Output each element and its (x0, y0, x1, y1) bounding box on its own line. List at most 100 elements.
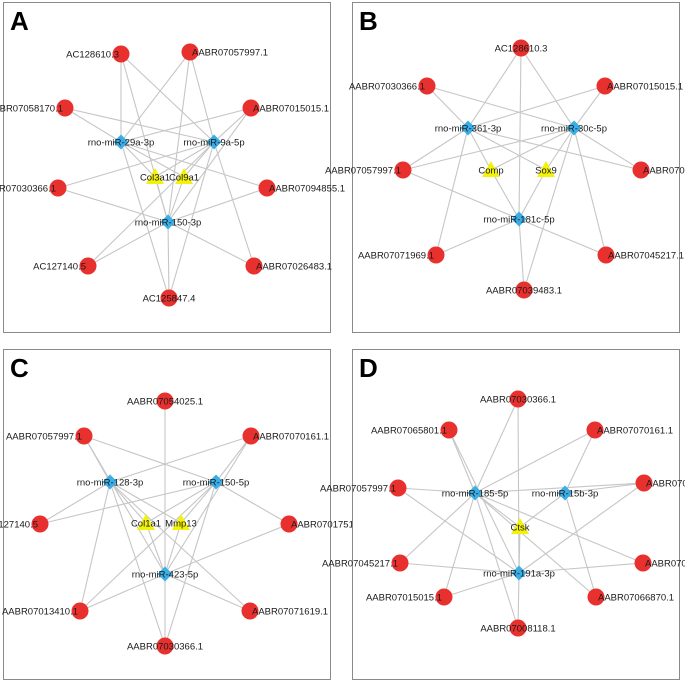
edge (573, 85, 606, 129)
node-mirna: rno-miR-9a-5p (183, 134, 245, 150)
node-label: AABR07026483.1 (256, 262, 332, 273)
node-label: rno-miR-423-5p (132, 570, 199, 581)
node-mirna: rno-miR-29a-3p (88, 134, 154, 150)
edge (564, 482, 645, 494)
node-mirna: rno-miR-181c-5p (483, 211, 555, 227)
node-label: rno-miR-15b-3p (532, 489, 599, 500)
edge (120, 53, 215, 143)
edge (426, 85, 575, 129)
edge (109, 481, 251, 612)
edge (518, 526, 521, 574)
node-lncrna: AABR07045217.1 (597, 246, 684, 264)
panel-d-edges (397, 398, 645, 629)
edge (545, 127, 575, 171)
edge (402, 127, 469, 171)
edge (213, 141, 255, 267)
lncrna-circle (112, 45, 130, 63)
node-mirna: rno-miR-185-5p (442, 485, 509, 501)
edge (399, 492, 476, 564)
node-label: AABR07094855.1 (269, 184, 345, 195)
panel-c-edges (39, 401, 290, 647)
node-label: rno-miR-181c-5p (483, 215, 554, 226)
node-label: AABR07008118.1 (480, 624, 555, 635)
lncrna-circle (160, 289, 178, 307)
node-label: rno-miR-128-3p (77, 478, 144, 489)
edge (183, 141, 215, 178)
edge (467, 127, 642, 171)
node-label: AC128610.3 (66, 50, 119, 61)
node-label: AABR07030366.1 (127, 642, 203, 653)
edge (109, 481, 166, 647)
edge (573, 127, 642, 171)
edge (189, 51, 215, 143)
edge (490, 127, 575, 171)
edge (397, 487, 476, 494)
node-label: AABR07030366.1 (480, 395, 556, 406)
edge (57, 141, 215, 189)
node-label: AABR07030366.1 (0, 184, 56, 195)
edge (402, 127, 575, 171)
mrna-triangle (537, 161, 555, 177)
node-label: AABR07039483.1 (486, 286, 562, 297)
mirna-diamond (460, 120, 476, 136)
node-label: AABR07070161.1 (597, 426, 673, 437)
edge (145, 522, 166, 575)
node-label: AC127140.5 (33, 262, 86, 273)
lncrna-circle (597, 246, 615, 264)
mrna-triangle (137, 514, 155, 530)
node-lncrna: AABR07030366.1 (127, 637, 203, 655)
node-lncrna: AC128610.3 (66, 45, 130, 63)
node-label: AABR07071969.1 (358, 251, 434, 262)
edge (154, 141, 215, 178)
node-lncrna: AABR07015015.1 (366, 588, 453, 606)
edge (79, 573, 166, 612)
panel-a-edges (57, 51, 268, 299)
lncrna-circle (241, 602, 259, 620)
edge (518, 218, 525, 291)
node-lncrna: AABR07070161.1 (586, 421, 673, 439)
node-lncrna: AABR07057997.1 (320, 479, 407, 497)
node-label: rno-miR-361-3p (435, 124, 502, 135)
lncrna-circle (635, 474, 653, 492)
edge (83, 435, 166, 575)
lncrna-circle (71, 602, 89, 620)
node-lncrna: AABR07013410.1 (2, 602, 89, 620)
mirna-diamond (566, 120, 582, 136)
edge (474, 492, 519, 629)
edge (518, 562, 644, 574)
edge (215, 435, 252, 483)
edge (64, 107, 215, 143)
edge (399, 562, 520, 574)
node-lncrna: AABR07044418.1 (632, 161, 685, 179)
edge (467, 127, 547, 171)
lncrna-circle (49, 179, 67, 197)
mirna-diamond (511, 211, 527, 227)
edge (180, 481, 217, 524)
node-label: rno-miR-9a-5p (183, 138, 244, 149)
node-label: rno-miR-150-5p (183, 478, 250, 489)
node-lncrna: AABR07008118.1 (480, 619, 556, 637)
lncrna-circle (75, 427, 93, 445)
edge (474, 492, 644, 564)
edge (164, 435, 252, 575)
node-lncrna: AABR07057997.1 (6, 427, 93, 445)
node-label: rno-miR-30c-5p (541, 124, 607, 135)
edge (518, 218, 607, 256)
lncrna-circle (394, 161, 412, 179)
node-lncrna: AABR07058170.1 (0, 99, 74, 117)
lncrna-circle (515, 281, 533, 299)
edge (87, 221, 169, 267)
lncrna-circle (56, 99, 74, 117)
edge (109, 435, 252, 483)
edge (443, 492, 476, 598)
edge (167, 221, 255, 267)
panel-d-letter: D (359, 353, 378, 383)
mirna-diamond (113, 134, 129, 150)
node-lncrna: AABR07094855.1 (258, 179, 345, 197)
node-mirna: rno-miR-30c-5p (541, 120, 607, 136)
mirna-diamond (467, 485, 483, 501)
node-label: AABR07015015.1 (366, 593, 442, 604)
node-lncrna: AABR07066870.1 (587, 588, 674, 606)
node-label: rno-miR-185-5p (442, 489, 509, 500)
